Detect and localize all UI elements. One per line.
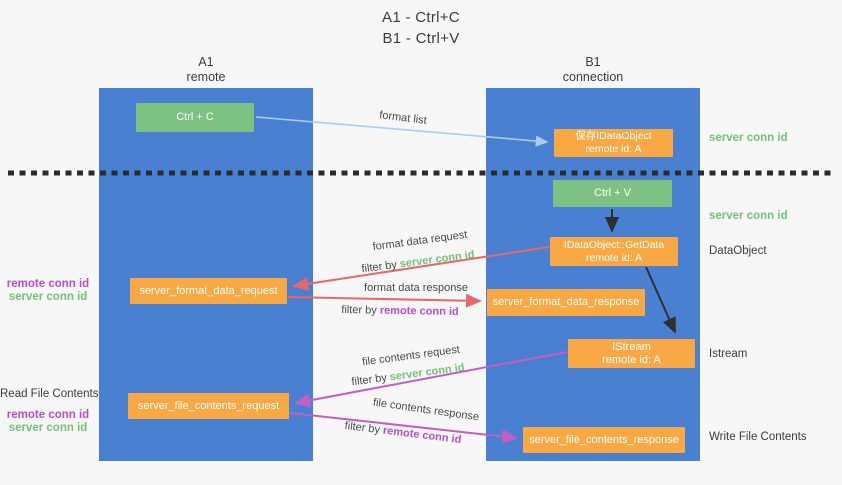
- node-istream: IStream remote id: A: [568, 339, 695, 368]
- lane-b1-title: B1: [585, 55, 601, 69]
- format-data-response-arrow: [287, 293, 482, 308]
- left-label-remote-conn-id-bottom: remote conn id: [6, 409, 90, 421]
- node-istream-line1: IStream: [612, 340, 651, 353]
- node-server-format-data-request: server_format_data_request: [130, 278, 287, 304]
- flow-label-file-contents-response: file contents response: [372, 396, 480, 424]
- node-save-idataobject: 保存IDataObject remote id: A: [554, 129, 673, 157]
- filter-remote-conn-id: remote conn id: [382, 424, 462, 447]
- title-line-2: B1 - Ctrl+V: [382, 30, 460, 47]
- right-label-server-conn-id-mid: server conn id: [709, 210, 788, 222]
- flow-label-format-data-response: format data response: [364, 282, 468, 294]
- filter-server-conn-id: server conn id: [389, 361, 466, 384]
- left-label-read-file-contents: Read File Contents: [0, 388, 99, 400]
- title-line-1: A1 - Ctrl+C: [382, 9, 460, 26]
- node-ctrl-c-label: Ctrl + C: [176, 111, 214, 123]
- right-label-istream: Istream: [709, 348, 748, 360]
- flow-label-filter-by-remote-1: filter by remote conn id: [341, 304, 459, 318]
- node-server-file-contents-request: server_file_contents_request: [128, 393, 289, 419]
- node-server-format-data-response: server_format_data_response: [487, 289, 645, 316]
- lane-header-b1: B1 connection: [513, 55, 673, 85]
- node-ctrl-v: Ctrl + V: [553, 180, 672, 207]
- node-istream-line2: remote id: A: [602, 353, 661, 366]
- node-ctrl-v-label: Ctrl + V: [594, 187, 631, 199]
- flow-label-format-data-request: format data request: [371, 228, 469, 254]
- node-ctrl-c: Ctrl + C: [136, 103, 254, 132]
- node-getdata-line1: IDataObject::GetData: [563, 238, 665, 251]
- right-label-write-file-contents: Write File Contents: [709, 431, 807, 443]
- filter-server-conn-id: server conn id: [399, 248, 476, 271]
- lane-a1-title: A1: [198, 55, 214, 69]
- filter-remote-conn-id: remote conn id: [379, 304, 459, 319]
- node-save-idataobject-line1: 保存IDataObject: [575, 130, 652, 142]
- node-file-request-label: server_file_contents_request: [137, 399, 280, 412]
- flow-label-filter-by-server-1: filter by server conn id: [361, 249, 475, 276]
- flow-label-filter-by-remote-2: filter by remote conn id: [344, 420, 462, 446]
- right-label-dataobject: DataObject: [709, 245, 767, 257]
- left-label-server-conn-id-top: server conn id: [8, 291, 88, 303]
- diagram-title: A1 - Ctrl+C B1 - Ctrl+V: [0, 7, 842, 49]
- filter-by-text: filter by: [344, 419, 384, 437]
- lane-header-a1: A1 remote: [126, 55, 286, 85]
- lane-b1-subtitle: connection: [562, 70, 624, 84]
- flow-label-format-list: format list: [378, 109, 428, 127]
- left-label-remote-conn-id-top: remote conn id: [6, 278, 90, 290]
- node-server-file-contents-response: server_file_contents_response: [523, 427, 685, 453]
- filter-by-text: filter by: [360, 258, 401, 276]
- node-format-response-label: server_format_data_response: [492, 296, 640, 308]
- node-save-idataobject-line2: remote id: A: [585, 143, 642, 155]
- node-idataobject-getdata: IDataObject::GetData remote id: A: [550, 237, 678, 266]
- filter-by-text: filter by: [341, 303, 380, 317]
- node-format-request-label: server_format_data_request: [139, 284, 278, 297]
- filter-by-text: filter by: [350, 371, 391, 389]
- node-file-response-label: server_file_contents_response: [529, 433, 679, 446]
- node-getdata-line2: remote id: A: [585, 251, 643, 264]
- left-label-server-conn-id-bottom: server conn id: [8, 422, 88, 434]
- lane-a1-subtitle: remote: [186, 70, 226, 84]
- right-label-server-conn-id-top: server conn id: [709, 132, 788, 144]
